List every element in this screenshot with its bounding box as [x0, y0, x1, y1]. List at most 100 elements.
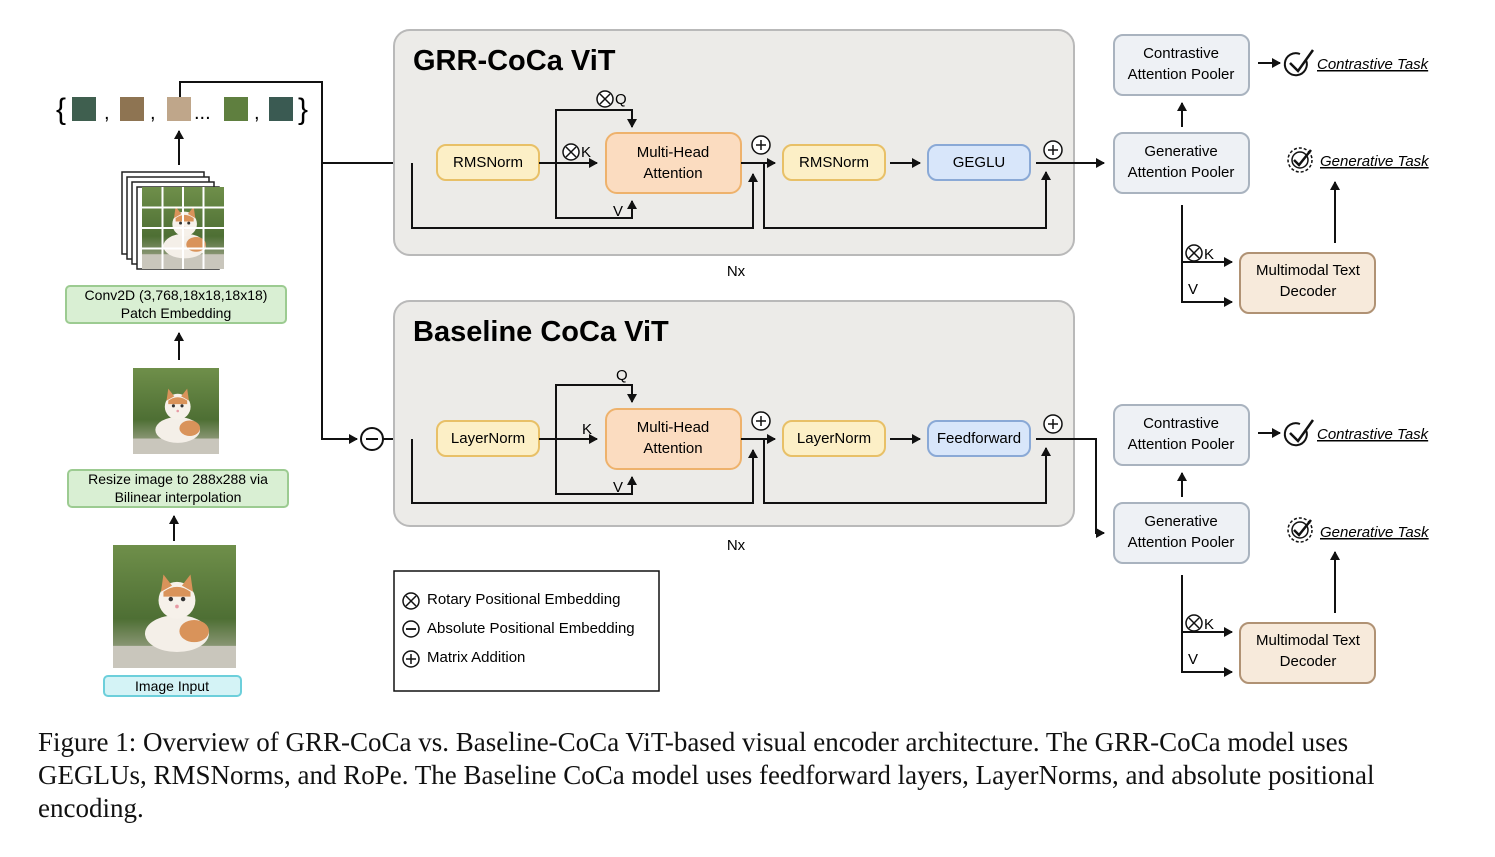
patch-separator: ,: [254, 102, 260, 124]
patch-sequence: { , , ... , }: [56, 93, 308, 126]
baseline-generative-pooler: [1113, 502, 1250, 564]
contrastive-task-check-icon: [1283, 49, 1315, 77]
rotary-k-node: [562, 143, 580, 161]
patch-separator: ,: [104, 102, 110, 124]
grr-rmsnorm-2-label: RMSNorm: [799, 154, 869, 171]
grr-contrastive-pooler-label-2: Attention Pooler: [1128, 66, 1235, 83]
baseline-mha-label-1: Multi-Head: [637, 419, 710, 436]
baseline-decoder-v-label: V: [1188, 651, 1198, 668]
rotary-k-node: [1185, 614, 1203, 632]
legend-rotary-label: Rotary Positional Embedding: [427, 591, 620, 608]
baseline-addition-1: [751, 411, 771, 431]
absolute-legend-icon: [402, 620, 420, 638]
addition-legend-icon: [402, 650, 420, 668]
grr-repeat-label: Nx: [727, 263, 746, 280]
baseline-generative-task: Generative Task: [1320, 524, 1430, 541]
grr-addition-2: [1043, 140, 1063, 160]
absolute-position-embedding-node: [360, 427, 384, 451]
generative-task-check-icon: [1287, 147, 1313, 173]
patch-grid: [121, 171, 224, 270]
grr-rmsnorm-2: [782, 144, 886, 181]
baseline-layernorm-2-label: LayerNorm: [797, 430, 871, 447]
image-input-label: Image Input: [135, 678, 209, 694]
legend-absolute-label: Absolute Positional Embedding: [427, 620, 635, 637]
patch-ellipsis: ...: [194, 102, 211, 124]
legend-addition-label: Matrix Addition: [427, 649, 525, 666]
patch-separator: ,: [150, 102, 156, 124]
baseline-feedforward-label: Feedforward: [937, 430, 1021, 447]
patch-thumb: [269, 97, 293, 121]
grr-mha-label-2: Attention: [643, 165, 702, 182]
baseline-layernorm-1-label: LayerNorm: [451, 430, 525, 447]
patch-thumb: [224, 97, 248, 121]
figure-caption: Figure 1: Overview of GRR-CoCa vs. Basel…: [38, 727, 1375, 823]
generative-task-check-icon: [1287, 517, 1313, 543]
rotary-k-node: [1185, 244, 1203, 262]
conv2d-label: Conv2D (3,768,18x18,18x18): [85, 287, 268, 303]
grr-k-label: K: [581, 144, 591, 161]
baseline-v-label: V: [613, 479, 623, 496]
grr-generative-pooler-label-2: Attention Pooler: [1128, 164, 1235, 181]
grr-heads: Contrastive Attention Pooler Generative …: [1113, 34, 1430, 314]
input-image: [113, 545, 236, 668]
grr-contrastive-task: Contrastive Task: [1317, 56, 1430, 73]
baseline-decoder-label-2: Decoder: [1280, 653, 1337, 670]
contrastive-task-check-icon: [1283, 419, 1315, 447]
grr-geglu: [927, 144, 1031, 181]
architecture-diagram: { , , ... , } Conv2D (3,768,18x18,18x18): [56, 29, 1430, 697]
baseline-coca-panel: Baseline CoCa ViT Nx LayerNorm Q K V Mul…: [393, 300, 1075, 554]
baseline-mha-label-2: Attention: [643, 440, 702, 457]
baseline-panel-title: Baseline CoCa ViT: [413, 316, 669, 348]
resize-label: Resize image to 288x288 via: [88, 471, 268, 487]
patch-thumb: [167, 97, 191, 121]
grr-decoder-k-label: K: [1204, 246, 1214, 263]
grr-v-label: V: [613, 203, 623, 220]
rotary-legend-icon: [402, 592, 420, 610]
grr-multimodal-decoder: [1239, 252, 1376, 314]
baseline-contrastive-pooler-label-1: Contrastive: [1143, 415, 1219, 432]
conv2d-patch-embedding: Conv2D (3,768,18x18,18x18) Patch Embeddi…: [65, 285, 287, 324]
baseline-generative-pooler-label-2: Attention Pooler: [1128, 534, 1235, 551]
baseline-contrastive-task: Contrastive Task: [1317, 426, 1430, 443]
grr-mha-label-1: Multi-Head: [637, 144, 710, 161]
legend: Rotary Positional Embedding Absolute Pos…: [393, 570, 660, 692]
grr-q-label: Q: [615, 91, 627, 108]
grr-generative-pooler: [1113, 132, 1250, 194]
interpolation-label: Bilinear interpolation: [115, 489, 242, 505]
patch-open-brace: {: [56, 93, 66, 126]
grr-addition-1: [751, 135, 771, 155]
baseline-generative-pooler-label-1: Generative: [1144, 513, 1217, 530]
baseline-multi-head-attention: [605, 408, 742, 470]
grr-geglu-label: GEGLU: [953, 154, 1006, 171]
grr-contrastive-pooler: [1113, 34, 1250, 96]
image-input-box: Image Input: [103, 675, 242, 697]
patch-thumb: [72, 97, 96, 121]
baseline-decoder-k-label: K: [1204, 616, 1214, 633]
grr-decoder-label-1: Multimodal Text: [1256, 262, 1361, 279]
baseline-repeat-label: Nx: [727, 537, 746, 554]
grr-contrastive-pooler-label-1: Contrastive: [1143, 45, 1219, 62]
baseline-feedforward: [927, 420, 1031, 457]
grr-multi-head-attention: [605, 132, 742, 194]
grr-decoder-label-2: Decoder: [1280, 283, 1337, 300]
grr-coca-panel: GRR-CoCa ViT Nx RMSNorm Q K V Multi-Head…: [393, 29, 1075, 280]
grr-decoder-v-label: V: [1188, 281, 1198, 298]
baseline-k-label: K: [582, 421, 592, 438]
patch-close-brace: }: [298, 93, 308, 126]
baseline-layernorm-2: [782, 420, 886, 457]
grr-generative-pooler-label-1: Generative: [1144, 143, 1217, 160]
baseline-contrastive-pooler-label-2: Attention Pooler: [1128, 436, 1235, 453]
grr-rmsnorm-1-label: RMSNorm: [453, 154, 523, 171]
patch-thumb: [120, 97, 144, 121]
baseline-contrastive-pooler: [1113, 404, 1250, 466]
baseline-decoder-label-1: Multimodal Text: [1256, 632, 1361, 649]
grr-generative-task: Generative Task: [1320, 153, 1430, 170]
rotary-q-node: [596, 90, 614, 108]
baseline-heads: Contrastive Attention Pooler Generative …: [1113, 404, 1430, 684]
resize-step: Resize image to 288x288 via Bilinear int…: [67, 469, 289, 508]
baseline-q-label: Q: [616, 367, 628, 384]
baseline-multimodal-decoder: [1239, 622, 1376, 684]
resized-image: [133, 368, 219, 454]
baseline-addition-2: [1043, 414, 1063, 434]
patch-embedding-label: Patch Embedding: [121, 305, 232, 321]
